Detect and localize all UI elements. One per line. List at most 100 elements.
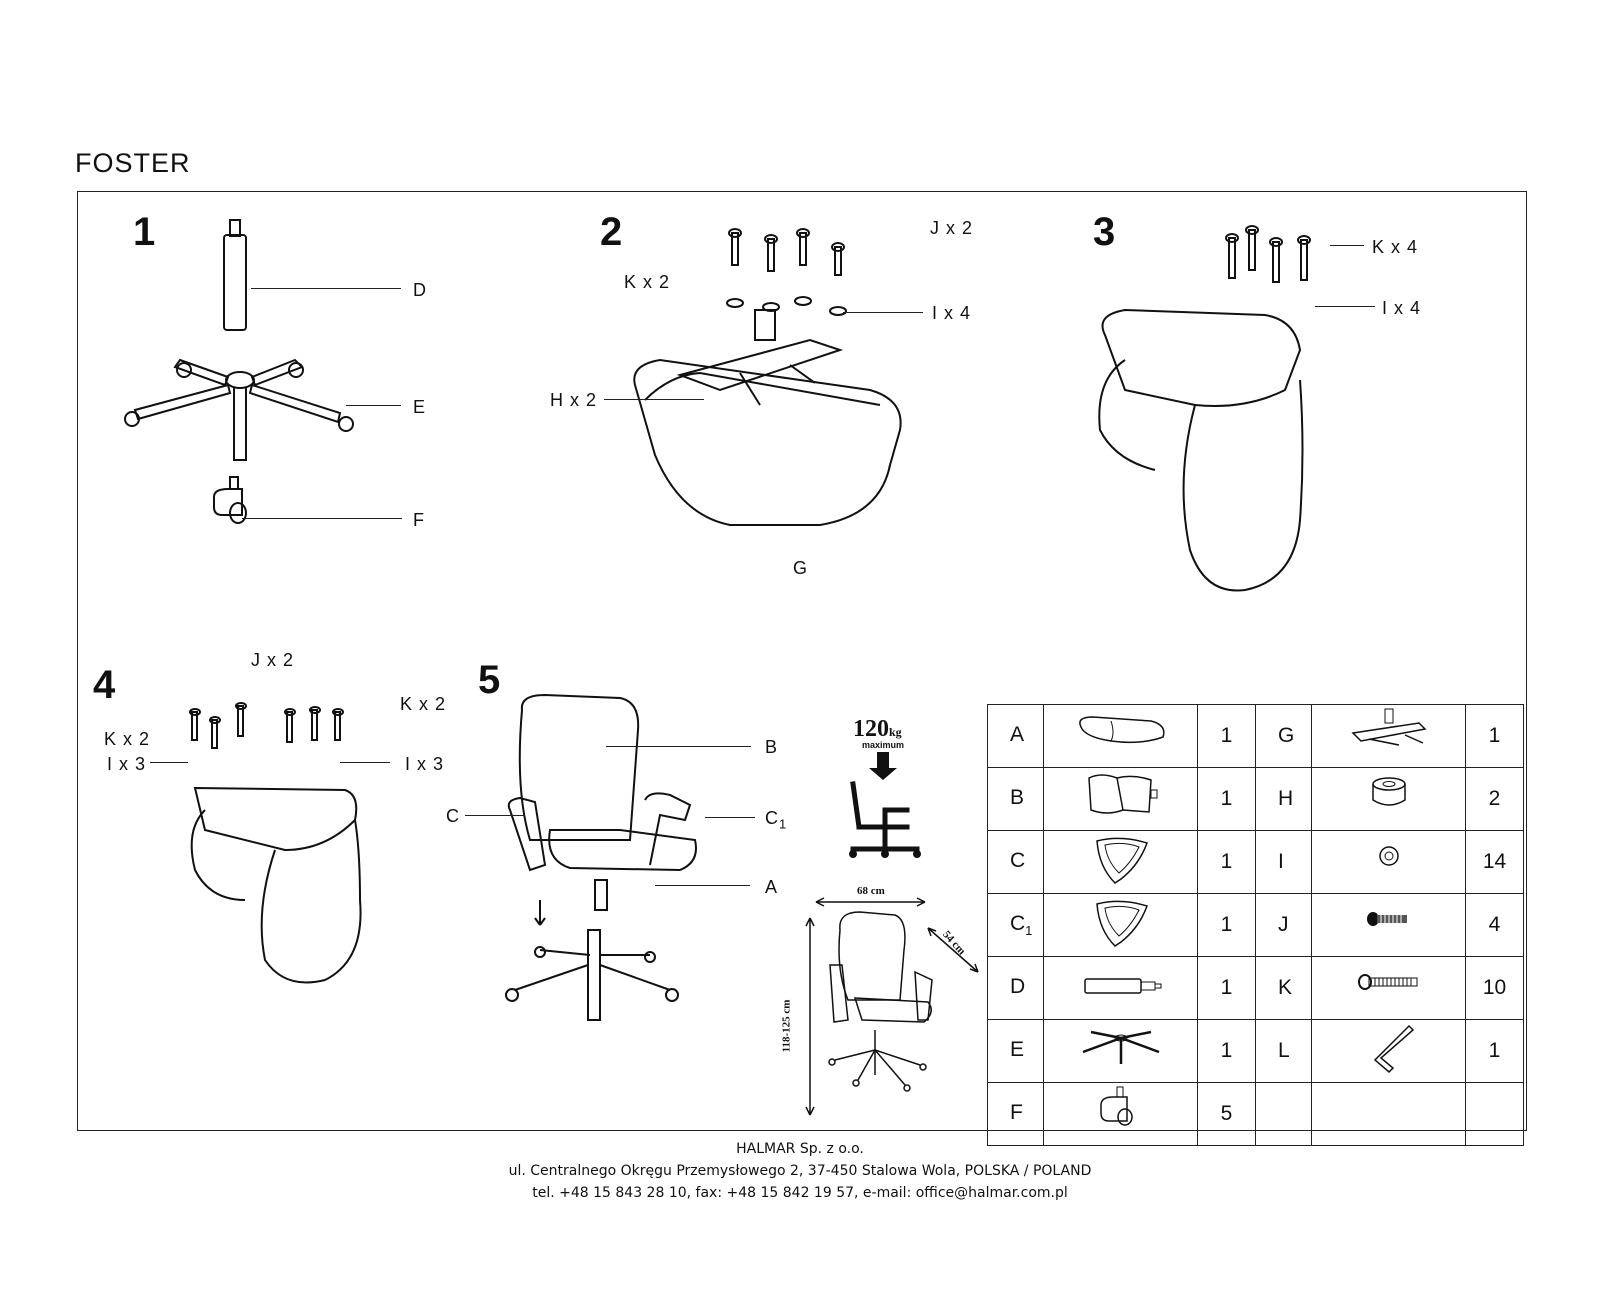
- base-drawing: [505, 929, 679, 1021]
- label-i-x3-left: I x 3: [107, 754, 147, 774]
- weight-limit: 120kg: [853, 716, 902, 742]
- label-c: C: [446, 806, 460, 826]
- step-number-1: 1: [133, 210, 156, 254]
- weight-caption: maximum: [862, 740, 905, 750]
- leader-d: [251, 288, 401, 289]
- part-code: [1255, 1082, 1312, 1146]
- footer: HALMAR Sp. z o.o. ul. Centralnego Okręgu…: [0, 1138, 1600, 1204]
- label-k-x2-right: K x 2: [400, 694, 447, 714]
- label-a: A: [765, 877, 779, 897]
- leader-c1: [705, 817, 755, 818]
- dimension-drawing: [805, 897, 979, 1116]
- caster-icon: [1043, 1082, 1198, 1146]
- dimension-width: 68 cm: [857, 885, 885, 897]
- seat-drawing: [548, 829, 697, 872]
- depth-arrow: [927, 927, 979, 973]
- mechanism-icon: [1311, 704, 1466, 768]
- step5-illustration: [505, 693, 697, 1021]
- chair-weight-icon: [849, 752, 921, 858]
- part-quantity: 4: [1465, 893, 1524, 957]
- part-code: D: [987, 956, 1044, 1020]
- leader-h-x2: [604, 399, 704, 400]
- label-k-x4: K x 4: [1372, 237, 1419, 257]
- seat-drawing: [1101, 308, 1302, 407]
- part-code: H: [1255, 767, 1312, 831]
- long-bolt-icon: [1311, 956, 1466, 1020]
- label-k-x2-left: K x 2: [104, 729, 151, 749]
- part-quantity: 5: [1197, 1082, 1256, 1146]
- label-f: F: [413, 510, 425, 530]
- label-d: D: [413, 280, 427, 300]
- armrest-icon: [1043, 830, 1198, 894]
- leader-b: [606, 746, 751, 747]
- base-drawing: [124, 358, 354, 461]
- part-quantity: 1: [1197, 704, 1256, 768]
- leader-i-x4-3: [1315, 306, 1375, 307]
- instructions-frame: [77, 191, 1527, 1131]
- company-name: HALMAR Sp. z o.o.: [736, 1141, 864, 1157]
- part-quantity: 1: [1197, 767, 1256, 831]
- washers-drawing: [726, 296, 847, 316]
- armrest-icon: [1043, 893, 1198, 957]
- armrest-c-drawing: [507, 796, 547, 872]
- gas-lift-icon: [1043, 956, 1198, 1020]
- step1-illustration: [124, 219, 354, 524]
- leader-i-x3-left: [150, 762, 188, 763]
- part-code: I: [1255, 830, 1312, 894]
- backrest-drawing: [260, 819, 362, 984]
- allen-key-icon: [1311, 1019, 1466, 1083]
- part-quantity: 14: [1465, 830, 1524, 894]
- label-i-x3-right: I x 3: [405, 754, 445, 774]
- part-quantity: 10: [1465, 956, 1524, 1020]
- step-number-3: 3: [1093, 210, 1116, 254]
- bolts-drawing: [189, 702, 344, 749]
- part-quantity: 1: [1465, 704, 1524, 768]
- backrest-drawing: [518, 693, 640, 841]
- base-icon: [1043, 1019, 1198, 1083]
- dimension-height: 118-125 cm: [780, 999, 793, 1053]
- part-code: A: [987, 704, 1044, 768]
- label-b: B: [765, 737, 779, 757]
- backrest-icon: [1043, 767, 1198, 831]
- width-arrow: [815, 897, 926, 907]
- label-c1: C1: [765, 808, 788, 832]
- part-quantity: 1: [1465, 1019, 1524, 1083]
- label-g: G: [793, 558, 809, 578]
- seat-icon: [1043, 704, 1198, 768]
- caster-drawing: [213, 476, 247, 524]
- step4-illustration: [189, 702, 362, 984]
- bolts-drawing: [728, 228, 845, 276]
- company-contact: tel. +48 15 843 28 10, fax: +48 15 842 1…: [532, 1185, 1068, 1201]
- part-quantity: 2: [1465, 767, 1524, 831]
- label-k-x2: K x 2: [624, 272, 671, 292]
- leader-e: [346, 405, 401, 406]
- step-number-2: 2: [600, 210, 623, 254]
- step-number-5: 5: [478, 658, 501, 702]
- leader-i-x4: [843, 312, 923, 313]
- part-quantity: 1: [1197, 893, 1256, 957]
- leader-c: [465, 815, 525, 816]
- label-e: E: [413, 397, 427, 417]
- spacer-icon: [1311, 767, 1466, 831]
- part-code: E: [987, 1019, 1044, 1083]
- document-title: FOSTER: [75, 148, 191, 178]
- mechanism-drawing: [676, 309, 844, 406]
- leader-i-x3-right: [340, 762, 390, 763]
- leader-a: [655, 885, 750, 886]
- part-code: L: [1255, 1019, 1312, 1083]
- label-h-x2: H x 2: [550, 390, 598, 410]
- part-code: G: [1255, 704, 1312, 768]
- backrest-drawing: [1182, 379, 1304, 592]
- bolts-drawing: [1225, 225, 1311, 283]
- empty-cell: [1311, 1082, 1466, 1146]
- washer-icon: [1311, 830, 1466, 894]
- part-quantity: 1: [1197, 956, 1256, 1020]
- part-code: B: [987, 767, 1044, 831]
